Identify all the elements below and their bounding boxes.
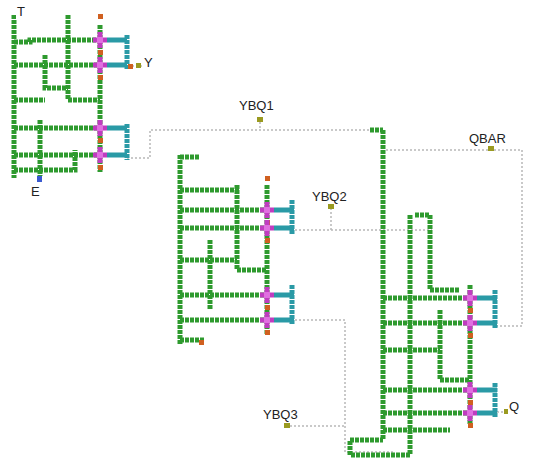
signal-label: YBQ3 [262,407,299,422]
signal-label: YBQ1 [238,98,275,113]
signal-label: Q [508,399,520,414]
signal-label: T [16,4,26,19]
signal-label: Y [143,55,154,70]
signal-label: YBQ2 [311,189,348,204]
signal-label: E [30,184,41,199]
signal-label: QBAR [468,131,507,146]
